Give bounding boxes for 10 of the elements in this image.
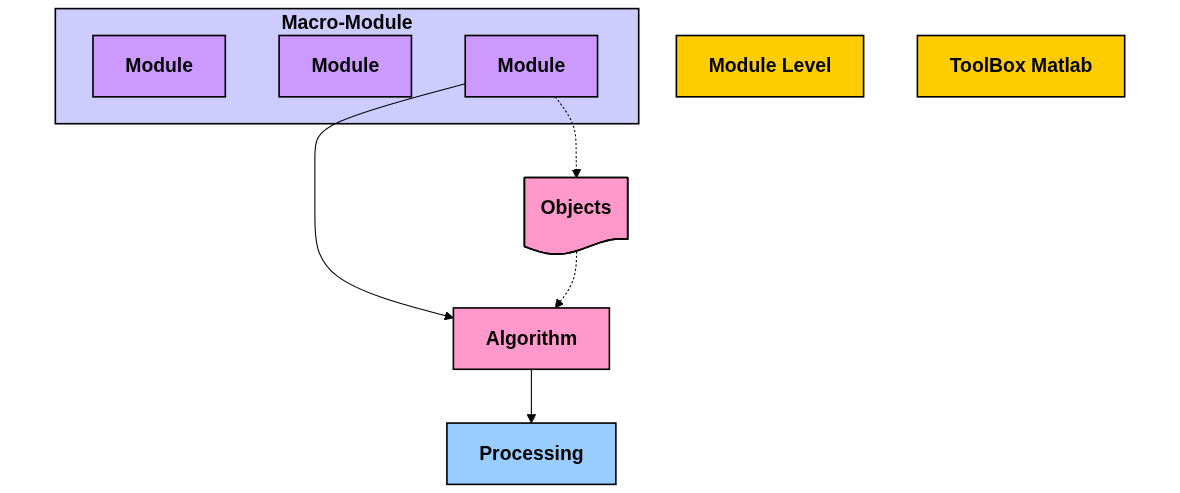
node-box: Algorithm: [452, 307, 611, 371]
node-box: ToolBox Matlab: [916, 34, 1126, 98]
node-box: Module Level: [675, 34, 865, 98]
arrow: [526, 368, 537, 424]
node-box: Processing: [446, 422, 617, 486]
arrow: [554, 251, 578, 309]
node-box: Module: [464, 34, 599, 98]
node-box: Module: [92, 34, 227, 98]
arrow: [314, 83, 466, 321]
node-box: Module: [278, 34, 413, 98]
